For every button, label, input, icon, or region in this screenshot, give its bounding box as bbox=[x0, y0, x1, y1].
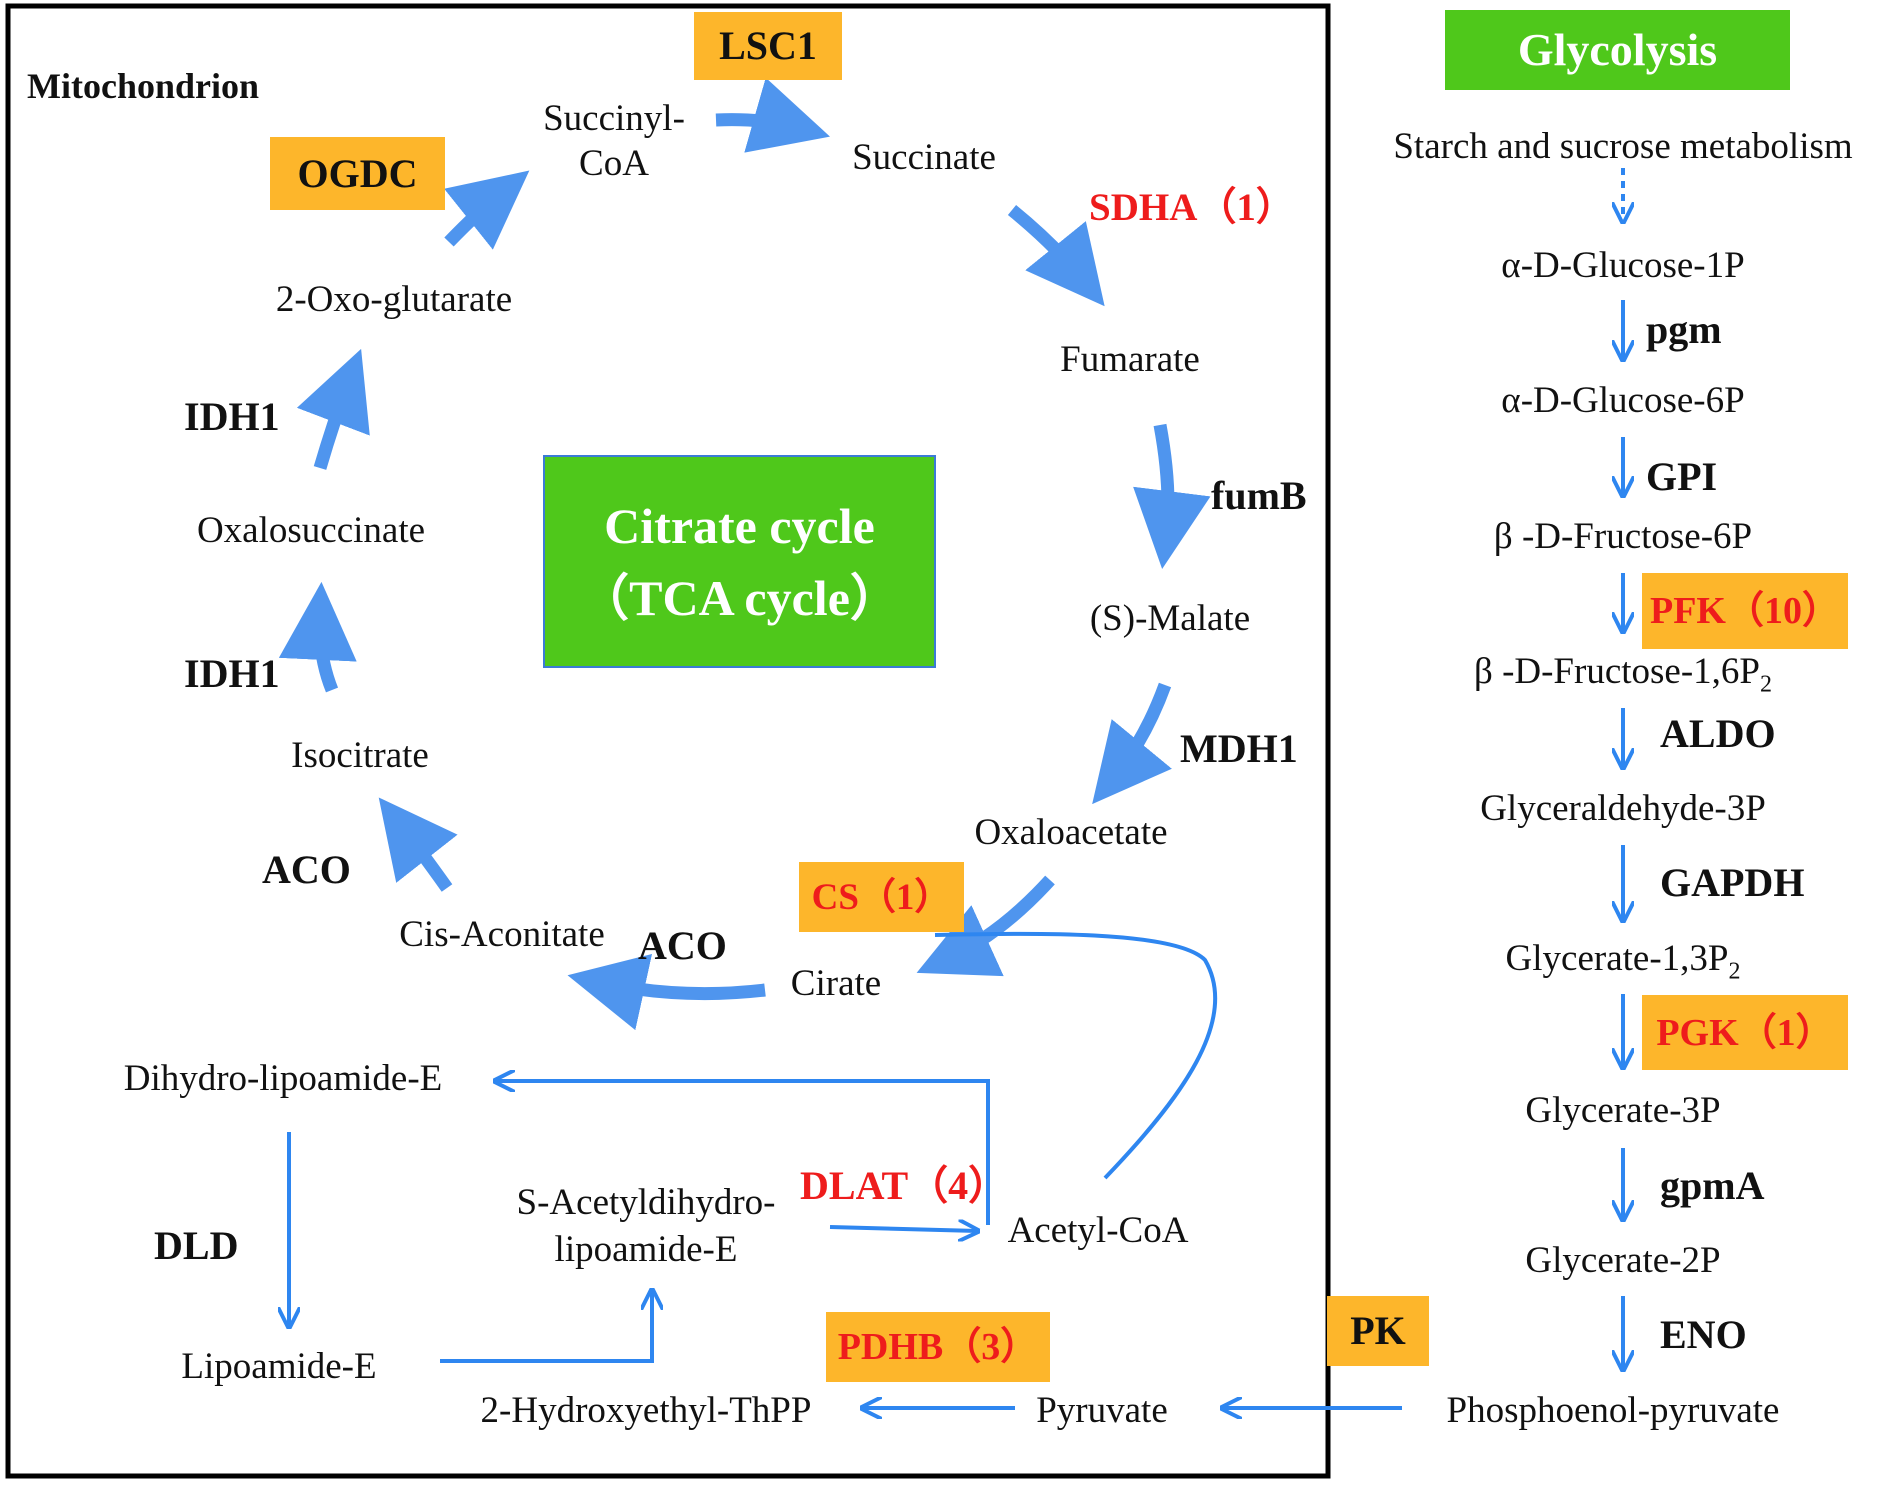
metabolite-oxalosuccinate: Oxalosuccinate bbox=[196, 510, 426, 551]
arrow-acetylcoa-dihydrolipoamide bbox=[495, 1081, 990, 1225]
metabolite-pyruvate: Pyruvate bbox=[1036, 1390, 1168, 1431]
metabolite-lipoamide: Lipoamide-E bbox=[181, 1346, 377, 1387]
enzyme-gapdh: GAPDH bbox=[1660, 860, 1805, 905]
tca-title-line2: （TCA cycle） bbox=[579, 569, 900, 626]
enzyme-fumb: fumB bbox=[1211, 473, 1307, 518]
enzyme-lsc1: LSC1 bbox=[694, 12, 842, 80]
arrow-sacetyl-acetylcoa bbox=[829, 1227, 978, 1231]
glycolysis-title-box: Glycolysis bbox=[1445, 10, 1790, 90]
enzyme-pgm: pgm bbox=[1646, 307, 1722, 352]
enzyme-aco-left: ACO bbox=[262, 847, 351, 892]
enzyme-gpi: GPI bbox=[1646, 454, 1718, 499]
arrow-cisaconitate-isocitrate bbox=[378, 797, 458, 892]
metabolite-glycerate-2p: Glycerate-2P bbox=[1525, 1240, 1721, 1281]
enzyme-aco-right: ACO bbox=[638, 923, 727, 968]
metabolite-cirate: Cirate bbox=[790, 963, 882, 1004]
arrow-succinate-fumarate bbox=[1007, 204, 1105, 307]
enzyme-eno: ENO bbox=[1660, 1312, 1747, 1357]
metabolite-dihydro-lipoamide: Dihydro-lipoamide-E bbox=[123, 1058, 443, 1099]
metabolite-glycerate-3p: Glycerate-3P bbox=[1525, 1090, 1721, 1131]
metabolite-phosphoenol-pyruvate: Phosphoenol-pyruvate bbox=[1446, 1390, 1780, 1431]
metabolite-2-hydroxyethyl-thpp: 2-Hydroxyethyl-ThPP bbox=[480, 1390, 812, 1431]
metabolite-acetyl-coa: Acetyl-CoA bbox=[1007, 1210, 1189, 1251]
enzyme-dlat: DLAT（4） bbox=[800, 1163, 1009, 1208]
metabolite-glyceraldehyde-3p: Glyceraldehyde-3P bbox=[1480, 788, 1766, 829]
tca-title-line1: Citrate cycle bbox=[604, 497, 875, 554]
arrow-oxalosuccinate-oxoglutarate bbox=[296, 348, 370, 470]
arrow-isocitrate-oxalosuccinate bbox=[278, 581, 357, 693]
metabolite-s-acetyldihydro-line2: lipoamide-E bbox=[554, 1229, 738, 1270]
enzyme-idh1-upper: IDH1 bbox=[184, 394, 280, 439]
enzyme-idh1-lower: IDH1 bbox=[184, 651, 280, 696]
mitochondrion-frame bbox=[5, 3, 1331, 1479]
arrow-oxoglutarate-succinylcoa bbox=[444, 170, 530, 250]
enzyme-pgk: PGK（1） bbox=[1642, 995, 1848, 1070]
enzyme-gpma: gpmA bbox=[1660, 1163, 1765, 1208]
arrow-succinylcoa-succinate bbox=[715, 77, 831, 153]
metabolite-s-acetyldihydro-line1: S-Acetyldihydro- bbox=[516, 1182, 776, 1223]
mitochondrion-label: Mitochondrion bbox=[27, 66, 260, 106]
enzyme-dld: DLD bbox=[154, 1223, 239, 1268]
metabolite-glucose-1p: α-D-Glucose-1P bbox=[1501, 245, 1745, 286]
line-lipoamide-to-sacetyl bbox=[440, 1290, 652, 1363]
metabolite-glycerate-13p2: Glycerate-1,3P2 bbox=[1505, 938, 1741, 985]
metabolite-cis-aconitate: Cis-Aconitate bbox=[399, 914, 605, 955]
metabolite-malate: (S)-Malate bbox=[1089, 598, 1251, 639]
metabolite-fructose-16p2: β -D-Fructose-1,6P2 bbox=[1473, 651, 1773, 698]
arrow-fumarate-malate bbox=[1133, 423, 1211, 569]
arrow-cirate-cisaconitate bbox=[567, 953, 766, 1031]
metabolite-glucose-6p: α-D-Glucose-6P bbox=[1501, 380, 1745, 421]
enzyme-cs: CS（1） bbox=[799, 862, 964, 932]
metabolite-fructose-6p: β -D-Fructose-6P bbox=[1493, 516, 1753, 557]
arrow-malate-oxaloacetate bbox=[1092, 682, 1172, 805]
enzyme-sdha: SDHA（1） bbox=[1089, 186, 1295, 229]
enzyme-pk: PK bbox=[1327, 1296, 1429, 1366]
metabolite-succinyl-coa-line1: Succinyl- bbox=[543, 98, 685, 139]
enzyme-pfk: PFK（10） bbox=[1642, 573, 1848, 649]
curve-acetylcoa-cirate bbox=[934, 931, 1218, 1180]
tca-title-box: Citrate cycle （TCA cycle） bbox=[543, 455, 936, 668]
metabolite-succinyl-coa-line2: CoA bbox=[579, 143, 649, 184]
enzyme-pdhb: PDHB（3） bbox=[826, 1312, 1050, 1382]
metabolite-oxaloacetate: Oxaloacetate bbox=[974, 812, 1168, 853]
metabolite-succinate: Succinate bbox=[852, 137, 996, 178]
metabolite-fumarate: Fumarate bbox=[1060, 339, 1200, 380]
metabolite-2-oxo-glutarate: 2-Oxo-glutarate bbox=[275, 279, 513, 320]
enzyme-aldo: ALDO bbox=[1660, 711, 1776, 756]
enzyme-ogdc: OGDC bbox=[270, 137, 445, 210]
enzyme-mdh1: MDH1 bbox=[1180, 726, 1298, 771]
metabolite-isocitrate: Isocitrate bbox=[291, 735, 429, 776]
arrow-oxaloacetate-cirate bbox=[916, 875, 1055, 977]
glycolysis-source: Starch and sucrose metabolism bbox=[1393, 126, 1853, 167]
